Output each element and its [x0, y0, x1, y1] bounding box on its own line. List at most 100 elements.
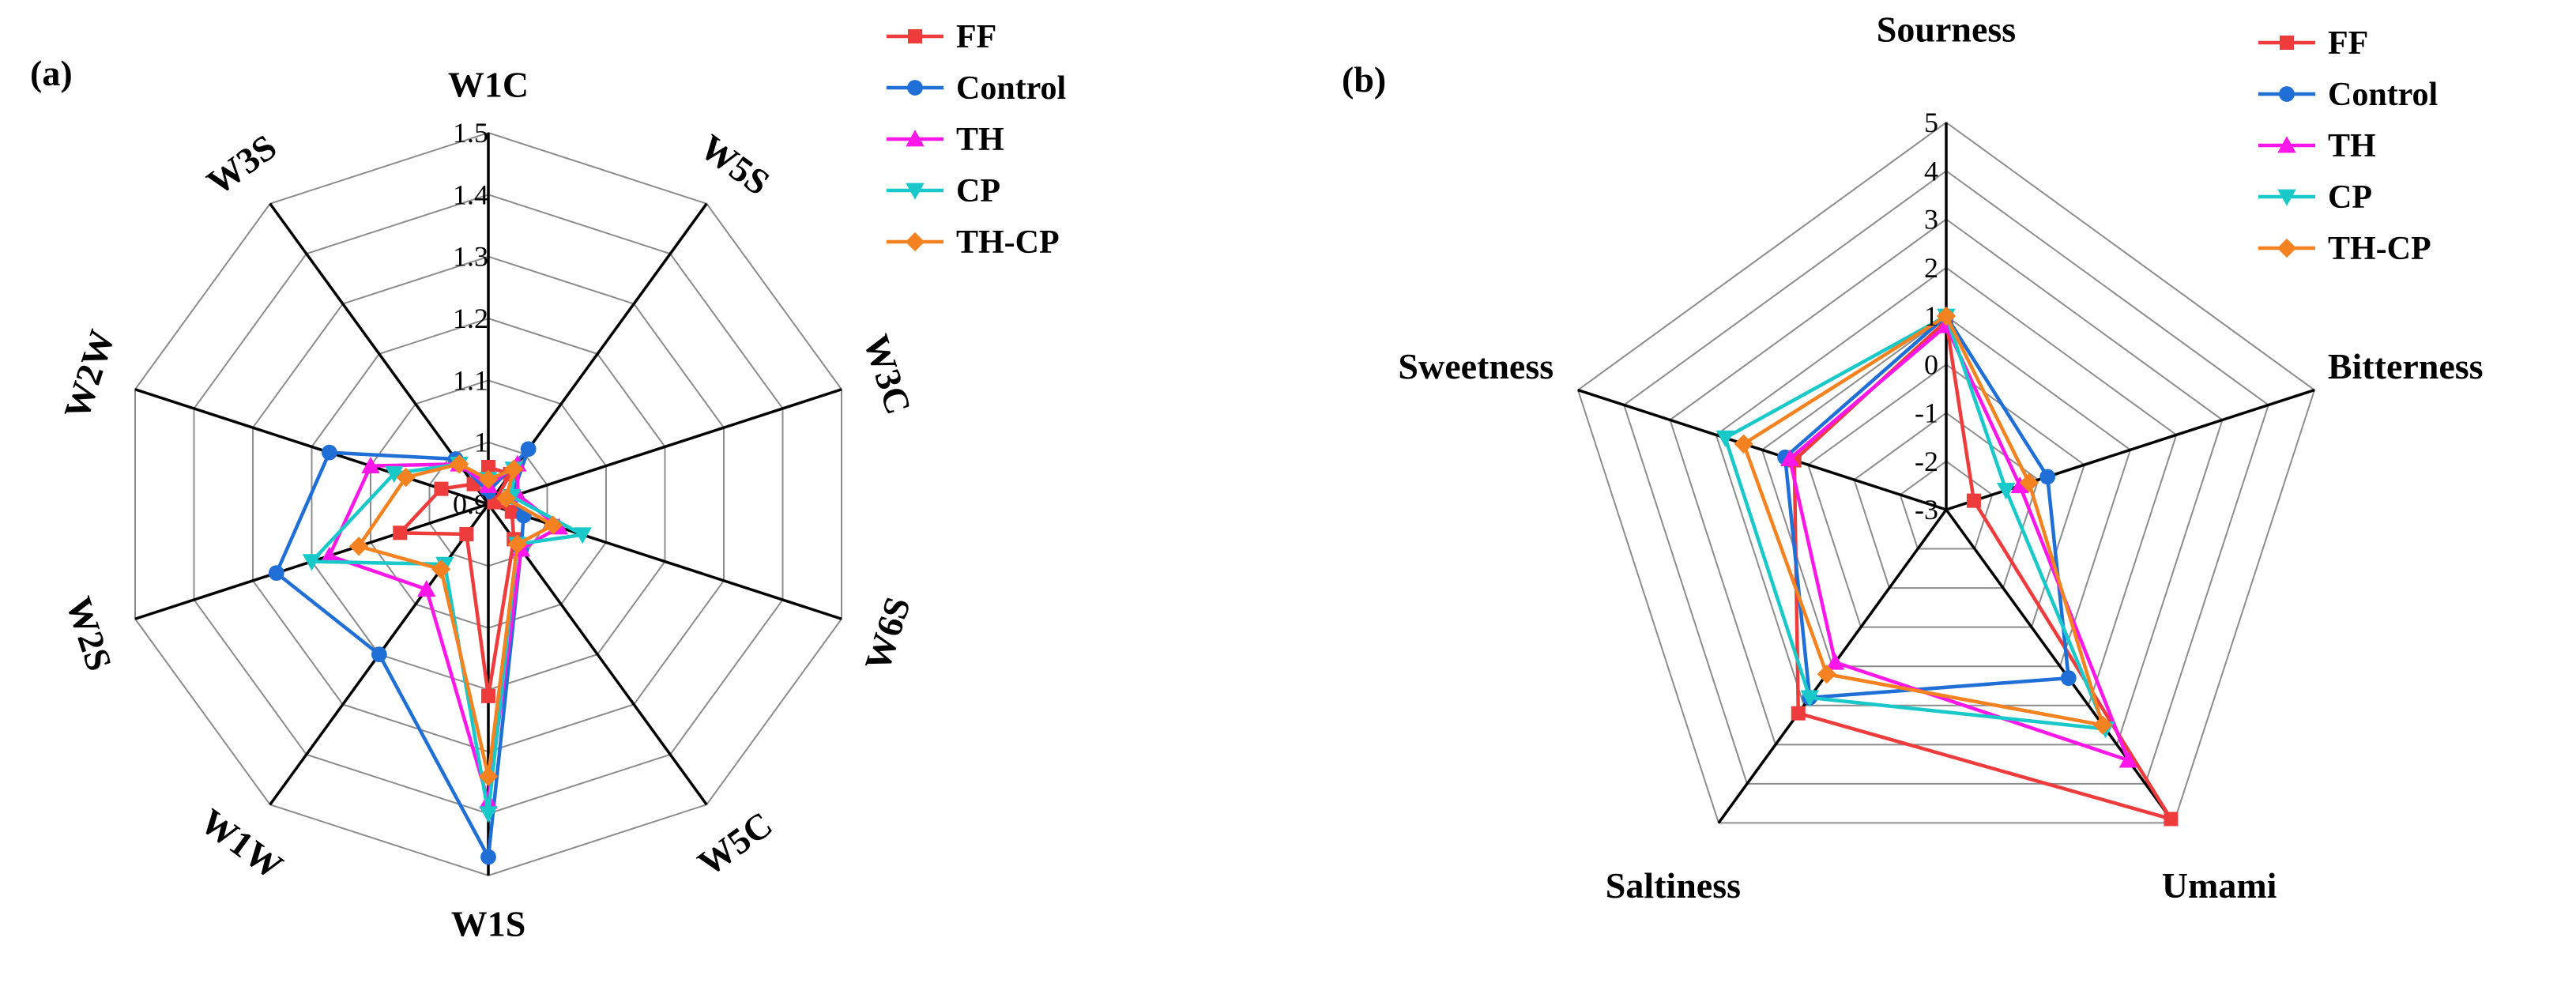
series-th-cp-point-w5c	[507, 534, 527, 554]
tick-label: 0	[1924, 348, 1938, 380]
series-th-cp-point-umami	[2092, 715, 2113, 735]
tick-label: -2	[1915, 446, 1938, 477]
radar-b-gridline	[1623, 170, 2269, 785]
axis-label-w5c: W5C	[691, 804, 780, 883]
radar-b-gridline	[1807, 363, 2085, 628]
series-th-point-w1w	[417, 580, 436, 597]
legend-item-control: Control	[887, 70, 1066, 107]
series-control-point-umami	[2060, 670, 2077, 686]
radar-b-gridline	[1715, 266, 2178, 706]
series-th-cp-point-sourness	[1936, 306, 1956, 326]
axis-label-sweetness: Sweetness	[1398, 346, 1554, 386]
series-th	[1780, 316, 2138, 768]
tick-label: 1.4	[453, 179, 488, 210]
legend-item-control: Control	[2258, 77, 2438, 113]
tick-label: -1	[1915, 397, 1938, 429]
series-th-cp-point-bitterness	[2019, 473, 2039, 493]
series-cp-point-w1s	[479, 806, 498, 823]
legend-label-control: Control	[956, 70, 1066, 107]
series-control-point-w1w	[371, 646, 387, 663]
series-control-point-w1s	[480, 849, 496, 865]
tick-label: 2	[1924, 252, 1938, 284]
legend-label-control: Control	[2328, 77, 2438, 113]
legend-item-th: TH	[2258, 128, 2376, 164]
series-ff-point-w2s	[393, 525, 408, 540]
series-control-line	[1783, 314, 2071, 700]
series-th-cp-point-saltiness	[1817, 664, 1836, 684]
series-ff-point-w1c	[481, 460, 495, 474]
series-cp-line	[1723, 314, 2107, 731]
series-ff-point-w2w	[434, 481, 449, 496]
tick-label: 1.3	[453, 241, 488, 273]
axis-label-w1s: W1S	[451, 904, 526, 944]
tick-label: 1.5	[453, 117, 488, 149]
axis-label-w3s: W3S	[200, 126, 284, 203]
radar-b-axis-labels: SournessBitternessUmamiSaltinessSweetnes…	[1398, 9, 2483, 906]
radar-a-spoke-w3c	[488, 388, 842, 506]
axis-label-w5s: W5S	[693, 126, 778, 203]
series-th-cp-point-w1w	[431, 559, 451, 579]
legend-marker-control	[2279, 86, 2295, 102]
legend-marker-cp	[906, 183, 925, 200]
radar-b-grid	[1576, 121, 2316, 824]
series-ff-point-umami	[2164, 812, 2179, 827]
tick-label: 1.1	[453, 364, 488, 396]
radar-b-gridline	[1761, 314, 2132, 668]
radar-b-gridline	[1576, 121, 2316, 824]
series-th-point-sweetness	[1780, 449, 1799, 467]
radar-a-series	[268, 441, 592, 865]
series-th-point-w2w	[361, 456, 380, 473]
panel-b-tag: (b)	[1342, 59, 1386, 100]
series-th-cp-line	[1742, 314, 2105, 727]
series-cp-point-saltiness	[1800, 690, 1819, 707]
axis-label-saltiness: Saltiness	[1606, 865, 1741, 906]
radar-b-spoke-sweetness	[1577, 388, 1947, 511]
series-th-cp	[1734, 306, 2113, 735]
radar-a-tick-labels: 0.911.11.21.31.41.5	[453, 117, 488, 520]
legend-marker-cp	[2277, 189, 2296, 206]
legend-marker-th	[906, 130, 925, 147]
legend-label-cp: CP	[956, 173, 1000, 209]
tick-label: 0.9	[453, 488, 488, 520]
tick-label: 5	[1924, 107, 1938, 138]
legend-label-th: TH	[956, 122, 1004, 158]
axis-label-w6s: W6S	[857, 592, 918, 676]
series-cp-point-w2s	[302, 554, 322, 571]
legend-item-ff: FF	[2258, 25, 2368, 62]
series-control-point-w2s	[268, 565, 284, 582]
legend-marker-control	[907, 80, 923, 96]
legend-label-ff: FF	[2328, 25, 2368, 62]
radar-b-spokes	[1577, 122, 2315, 824]
axis-label-w3c: W3C	[856, 330, 919, 419]
axis-label-w1c: W1C	[448, 64, 529, 104]
series-th-cp-point-w3s	[450, 454, 469, 474]
legend-item-th-cp: TH-CP	[887, 224, 1060, 261]
tick-label: 1	[474, 427, 488, 458]
legend-marker-th-cp	[2277, 238, 2297, 258]
series-th-point-bitterness	[2010, 476, 2029, 494]
series-th-cp-point-w5s	[504, 459, 524, 479]
axis-label-w1w: W1W	[193, 800, 290, 887]
legend-item-ff: FF	[887, 19, 996, 55]
series-ff-line	[1792, 318, 2173, 821]
legend-marker-th-cp	[905, 232, 925, 252]
legend-label-cp: CP	[2328, 179, 2372, 216]
legend-item-th: TH	[887, 122, 1004, 158]
series-ff-point-w1w	[459, 527, 474, 542]
axis-label-w2w: W2W	[56, 325, 122, 424]
legend-marker-ff	[2280, 36, 2294, 50]
tick-label: 4	[1924, 155, 1938, 186]
series-control-point-bitterness	[2039, 469, 2056, 485]
tick-label: 3	[1924, 204, 1938, 235]
legend-item-cp: CP	[887, 173, 1000, 209]
radar-b-series	[1715, 306, 2179, 827]
series-th-cp-point-w2s	[348, 537, 369, 556]
legend-marker-ff	[908, 29, 922, 43]
legend-label-th: TH	[2328, 128, 2376, 164]
radar-a-spoke-w2w	[134, 388, 489, 506]
series-th-cp-point-w3c	[496, 488, 516, 508]
